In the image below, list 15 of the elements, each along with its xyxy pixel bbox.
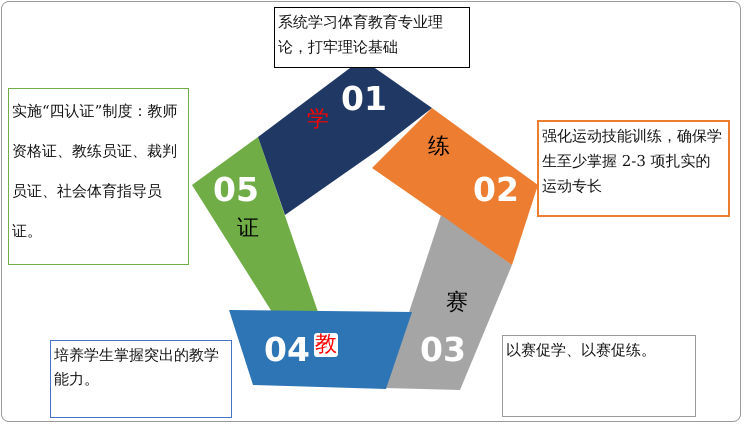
step-number: 03 <box>420 333 466 366</box>
step-keyword: 学 <box>307 109 329 131</box>
text-box: 实施“四认证”制度：教师资格证、教练员证、裁判员证、社会体育指导员证。 <box>8 88 189 265</box>
text-box: 以赛促学、以赛促练。 <box>502 335 696 417</box>
text-box: 系统学习体育教育专业理论，打牢理论基础 <box>274 7 470 68</box>
text-box: 强化运动技能训练，确保学生至少掌握 2-3 项扎实的运动专长 <box>537 120 730 217</box>
step-keyword: 证 <box>237 218 259 240</box>
step-number: 04 <box>264 333 310 366</box>
text-box: 培养学生掌握突出的教学能力。 <box>50 340 232 418</box>
step-number: 02 <box>473 173 519 206</box>
step-number: 01 <box>341 82 387 115</box>
step-keyword: 赛 <box>446 292 468 314</box>
step-keyword: 练 <box>428 136 450 158</box>
step-keyword: 教 <box>314 333 338 357</box>
step-number: 05 <box>213 173 259 206</box>
